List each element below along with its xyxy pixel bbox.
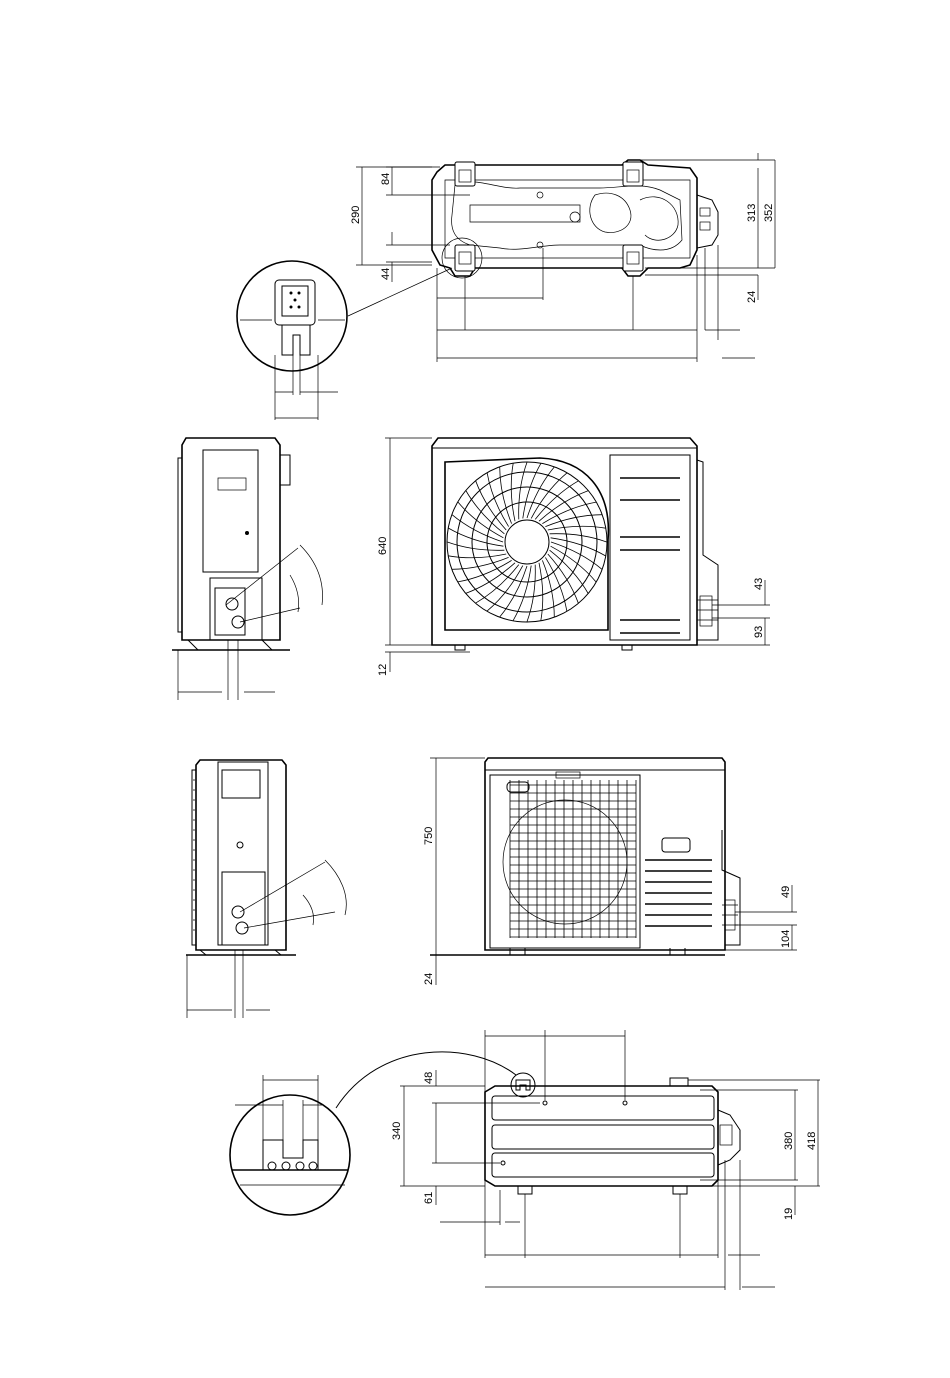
dim-61: 61 — [423, 1192, 435, 1204]
top-view-1: 84 290 44 313 352 24 — [237, 153, 775, 420]
front-grille — [510, 780, 636, 938]
fan-spoke — [511, 463, 515, 521]
top-view-2: 48 340 61 380 418 19 — [230, 1030, 820, 1290]
dim-19: 19 — [783, 1208, 795, 1220]
dim-290: 290 — [350, 206, 362, 224]
dim-93: 93 — [753, 626, 765, 638]
fan-spoke — [527, 565, 535, 622]
dim-12: 12 — [377, 664, 389, 676]
fan-spoke — [550, 550, 589, 593]
fan-spoke — [539, 563, 543, 621]
fan-spoke — [535, 481, 578, 520]
fan-spoke — [551, 546, 597, 582]
front-view-2: 750 24 49 104 — [423, 758, 797, 985]
side-view-1 — [172, 438, 323, 700]
front-view-1: 640 12 43 93 — [377, 438, 770, 676]
fan-spoke — [550, 534, 607, 542]
fan-spoke — [519, 462, 527, 519]
fan-spoke — [447, 542, 504, 550]
dim-313: 313 — [746, 204, 758, 222]
dim-104: 104 — [780, 930, 792, 948]
fan-spoke — [548, 526, 606, 530]
dim-84: 84 — [380, 173, 392, 185]
fan-spoke — [458, 502, 504, 538]
fan-spoke — [476, 565, 519, 604]
dim-43: 43 — [753, 578, 765, 590]
fan-spoke — [545, 557, 567, 611]
dim-750: 750 — [423, 827, 435, 845]
fan-spoke — [458, 560, 512, 582]
dim-352: 352 — [763, 204, 775, 222]
fan-spoke — [487, 566, 523, 612]
dim-418: 418 — [806, 1132, 818, 1150]
fan-spoke — [487, 473, 509, 527]
dim-640: 640 — [377, 537, 389, 555]
fan-spoke — [466, 491, 505, 534]
dim-49: 49 — [780, 886, 792, 898]
dim-24-top1: 24 — [746, 291, 758, 303]
detail-magnifier-circle-2 — [230, 1095, 350, 1215]
fan-grille-icon — [445, 458, 608, 630]
dim-380: 380 — [783, 1132, 795, 1150]
dim-44: 44 — [380, 268, 392, 280]
dim-340: 340 — [391, 1122, 403, 1140]
fan-spoke — [542, 502, 596, 523]
dim-24-front2: 24 — [423, 973, 435, 985]
fan-spoke — [531, 473, 567, 519]
fan-spoke — [448, 554, 506, 558]
dim-48: 48 — [423, 1072, 435, 1084]
side-view-2 — [186, 760, 346, 1018]
